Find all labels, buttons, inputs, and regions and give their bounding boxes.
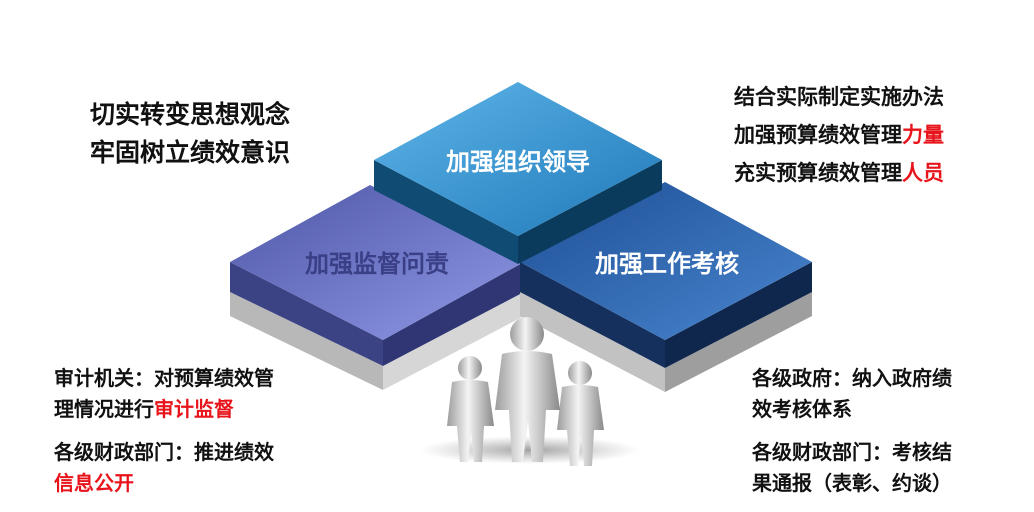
organization-line-3-text: 充实预算绩效管理: [734, 161, 902, 185]
supervision-item-2-line-1: 各级财政部门：推进绩效: [54, 440, 274, 464]
person-icon-center: [495, 317, 560, 462]
organization-line-2-highlight: 力量: [902, 123, 944, 147]
supervision-text-block: 审计机关：对预算绩效管 理情况进行审计监督 各级财政部门：推进绩效 信息公开: [54, 363, 274, 499]
assessment-item-2-line-2: 果通报（表彰、约谈）: [752, 471, 952, 495]
supervision-item-1-line-1: 审计机关：对预算绩效管: [54, 366, 274, 390]
mindset-line-1: 切实转变思想观念: [90, 100, 291, 129]
organization-line-2: 加强预算绩效管理力量: [734, 116, 944, 154]
mindset-text-block: 切实转变思想观念 牢固树立绩效意识: [90, 96, 290, 172]
supervision-item-1-line-2-text: 理情况进行: [54, 397, 154, 421]
tile-right-label: 加强工作考核: [595, 250, 739, 278]
tile-left: 加强监督问责: [230, 185, 524, 390]
person-icon-right: [557, 361, 604, 466]
tile-left-label: 加强监督问责: [305, 250, 449, 278]
tile-right: 加强工作考核: [520, 182, 812, 392]
people-group-icon: [420, 317, 640, 466]
organization-line-2-text: 加强预算绩效管理: [734, 123, 902, 147]
supervision-item-2-highlight: 信息公开: [54, 471, 134, 495]
organization-text-block: 结合实际制定实施办法 加强预算绩效管理力量 充实预算绩效管理人员: [734, 78, 944, 192]
tile-top: 加强组织领导: [374, 82, 662, 264]
supervision-item-1-line-2: 理情况进行审计监督: [54, 394, 274, 425]
assessment-item-1-line-2: 效考核体系: [752, 397, 852, 421]
supervision-item-1-highlight: 审计监督: [154, 397, 234, 421]
mindset-line-2: 牢固树立绩效意识: [90, 138, 291, 167]
organization-line-3: 充实预算绩效管理人员: [734, 154, 944, 192]
assessment-text-block: 各级政府：纳入政府绩 效考核体系 各级财政部门：考核结 果通报（表彰、约谈）: [752, 363, 952, 499]
assessment-item-2-line-1: 各级财政部门：考核结: [752, 440, 952, 464]
tile-top-label: 加强组织领导: [446, 148, 590, 176]
organization-line-1: 结合实际制定实施办法: [734, 85, 944, 109]
person-icon-left: [447, 356, 494, 462]
organization-line-3-highlight: 人员: [902, 161, 944, 185]
assessment-item-1-line-1: 各级政府：纳入政府绩: [752, 366, 952, 390]
